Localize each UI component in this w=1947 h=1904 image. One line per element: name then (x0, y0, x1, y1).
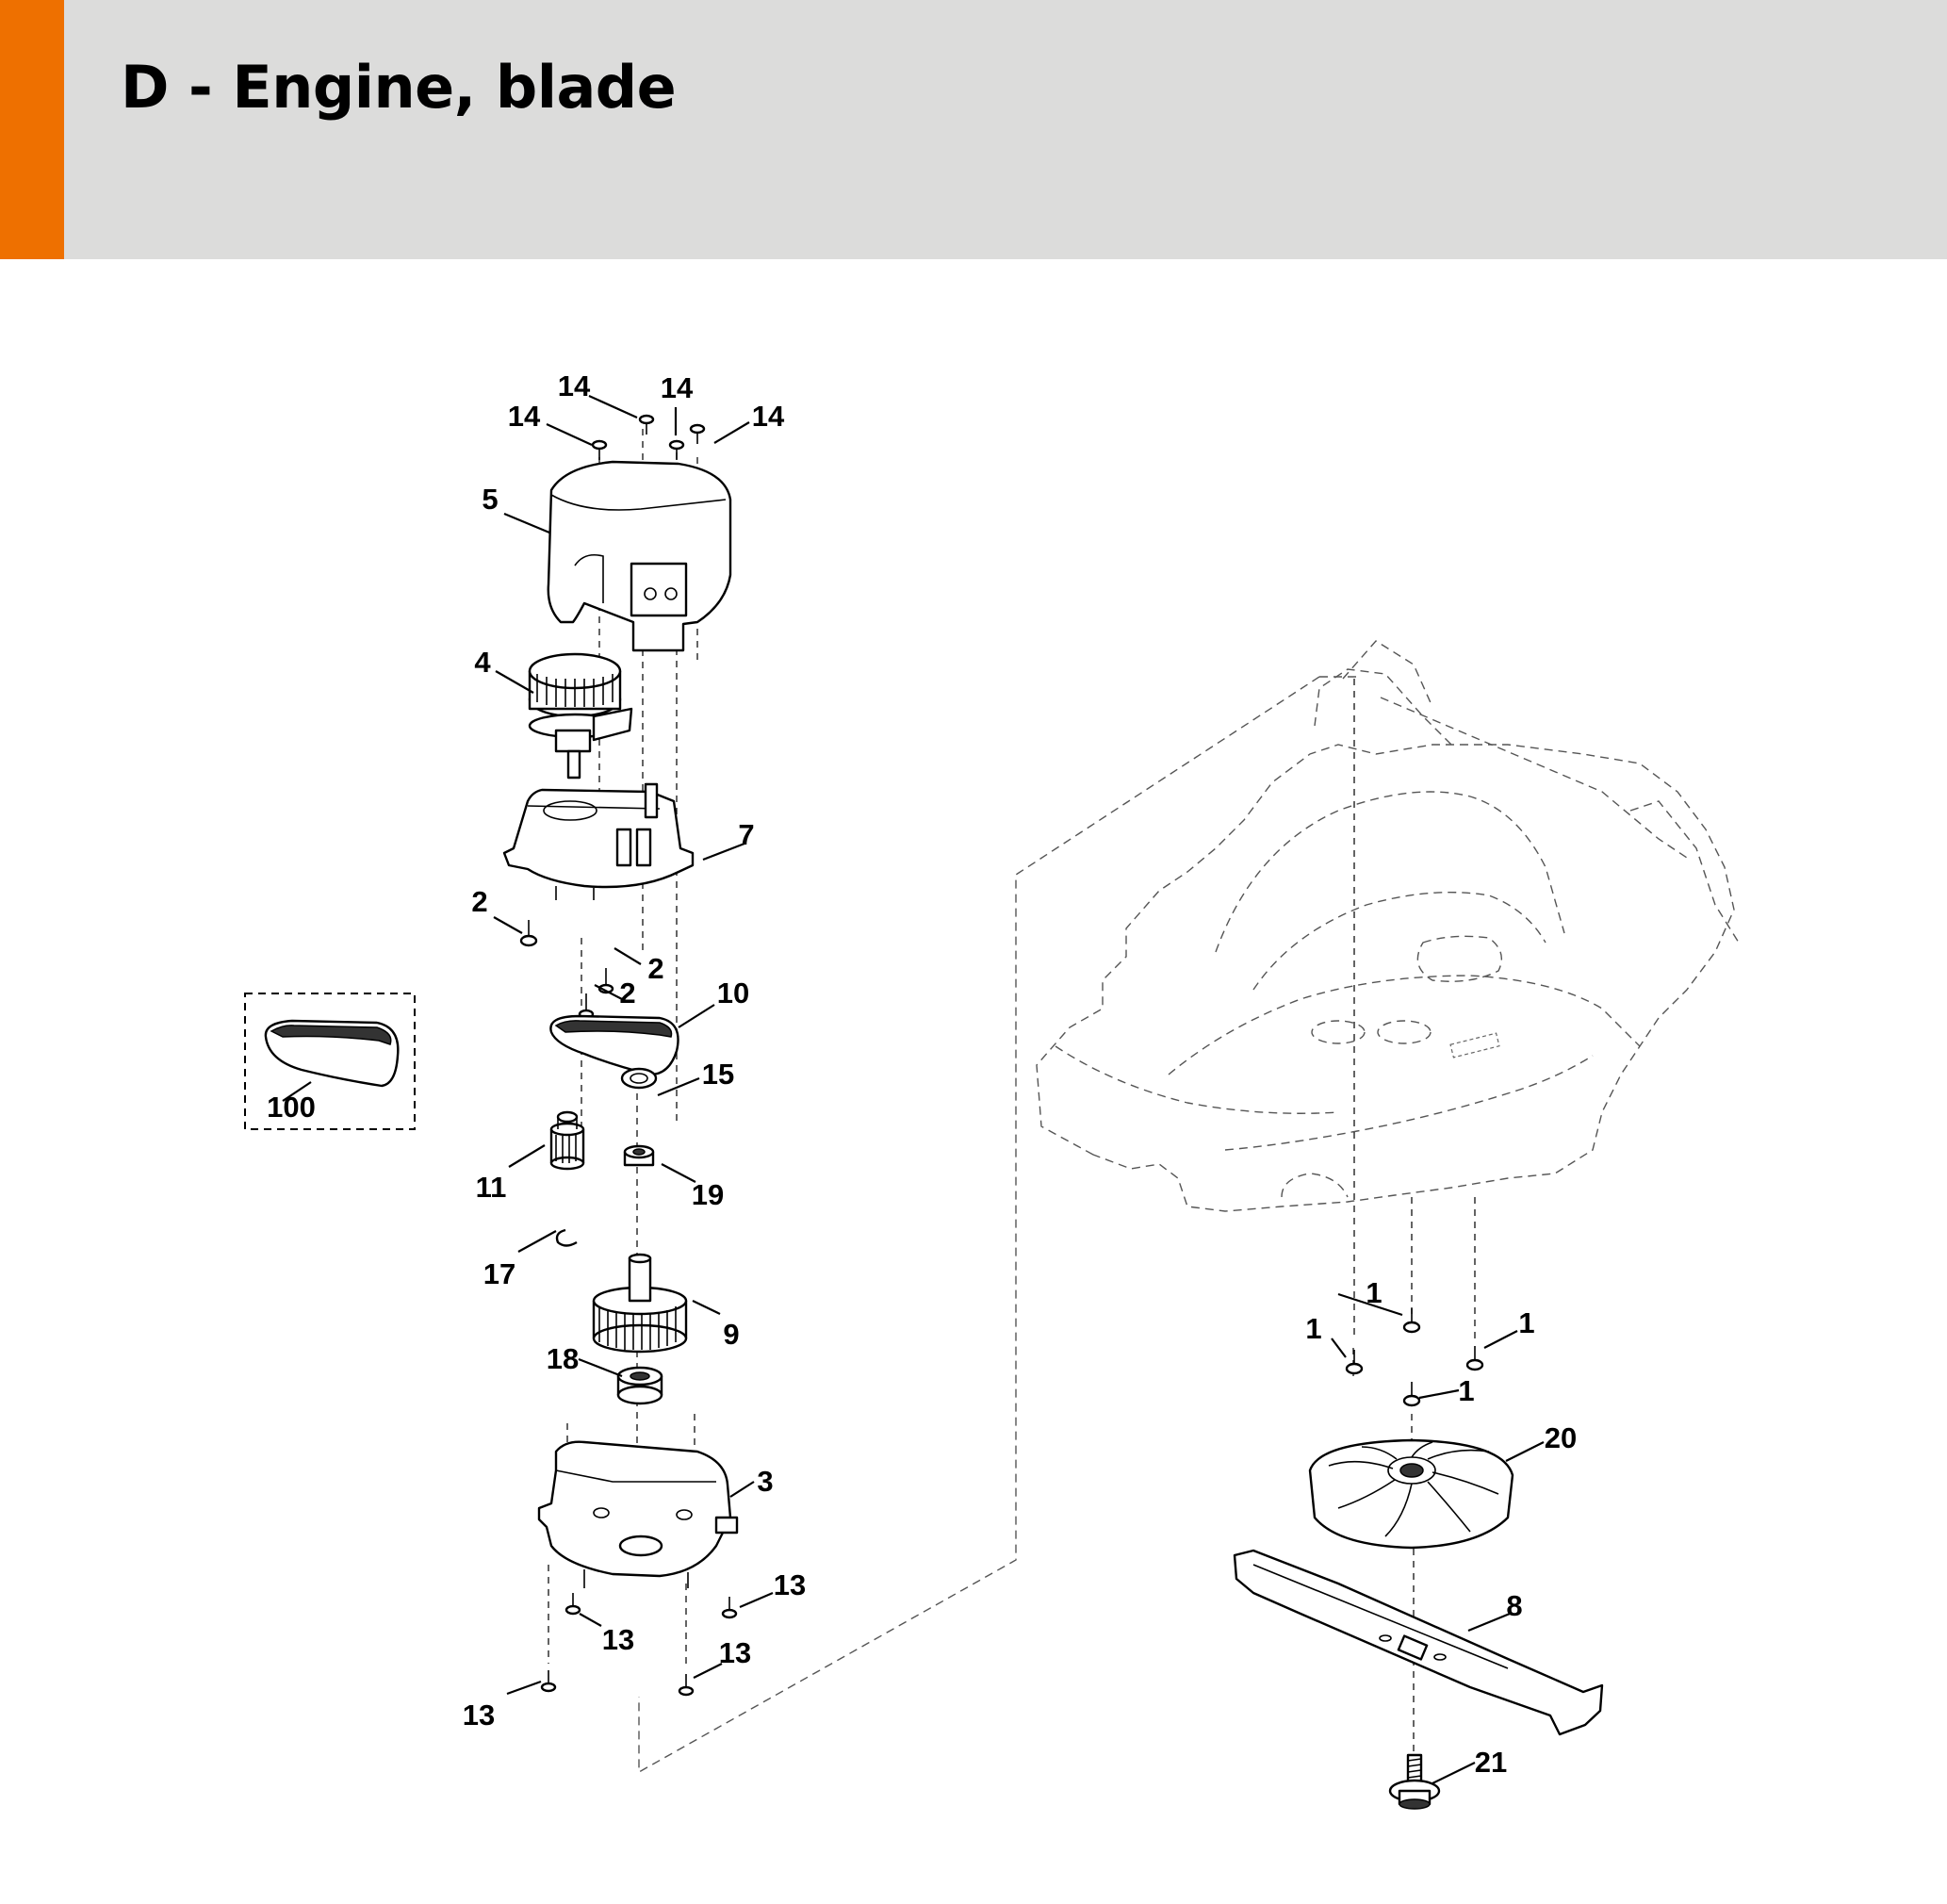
callout-21: 21 (1475, 1746, 1507, 1779)
callout-2: 2 (647, 952, 663, 985)
bearing-part-19 (623, 1144, 655, 1167)
callout-9: 9 (723, 1318, 739, 1351)
callout-20: 20 (1545, 1421, 1577, 1454)
callout-13: 13 (602, 1623, 634, 1656)
callout-14: 14 (508, 400, 541, 433)
callout-14: 14 (558, 369, 591, 402)
callout-1: 1 (1458, 1374, 1474, 1407)
screw-13-group (540, 1593, 738, 1697)
callout-100: 100 (267, 1091, 316, 1124)
callout-1: 1 (1305, 1312, 1321, 1345)
callout-17: 17 (483, 1257, 515, 1290)
mower-deck-housing (1036, 640, 1740, 1212)
page-title: D - Engine, blade (121, 53, 677, 122)
callout-14: 14 (661, 371, 694, 404)
gear-housing-part-3 (537, 1440, 739, 1588)
pulley-part-11 (549, 1110, 585, 1171)
callout-13: 13 (774, 1568, 806, 1601)
callout-14: 14 (752, 400, 785, 433)
screw-2-group (519, 920, 614, 1020)
timing-belt-part-10 (549, 1014, 679, 1076)
motor-part-4 (528, 652, 633, 780)
belt-kit-part-100 (244, 993, 416, 1130)
callout-15: 15 (702, 1058, 734, 1091)
callout-2: 2 (471, 885, 487, 918)
engine-cover-part-5 (547, 460, 732, 652)
bearing-part-18 (616, 1366, 663, 1405)
callout-3: 3 (757, 1465, 773, 1498)
screw-1-group (1345, 1308, 1484, 1407)
blade-part-8 (1233, 1549, 1604, 1736)
callout-4: 4 (474, 646, 491, 679)
callout-13: 13 (719, 1636, 751, 1669)
callout-labels: 14 14 14 14 5 4 7 2 2 2 10 100 15 11 19 … (267, 369, 1577, 1779)
fan-impeller-part-20 (1308, 1438, 1514, 1550)
circlip-part-17 (555, 1228, 578, 1247)
callout-18: 18 (547, 1342, 579, 1375)
assembly-outline (638, 676, 1357, 1774)
screw-14-group (591, 414, 706, 460)
callout-5: 5 (482, 483, 498, 516)
gear-part-9 (592, 1253, 688, 1354)
header-bar: D - Engine, blade (0, 0, 1947, 259)
callout-1: 1 (1518, 1306, 1534, 1339)
header-accent (0, 0, 64, 259)
callout-1: 1 (1366, 1276, 1382, 1309)
deck-axis-lines (1352, 679, 1476, 1753)
motor-housing-part-7 (502, 782, 695, 900)
washer-part-15 (620, 1067, 658, 1090)
leader-lines (282, 394, 1545, 1784)
callout-2: 2 (619, 977, 635, 1009)
callout-8: 8 (1506, 1589, 1522, 1622)
callout-10: 10 (717, 977, 749, 1009)
callout-11: 11 (476, 1171, 507, 1204)
blade-bolt-part-21 (1388, 1753, 1441, 1810)
callout-13: 13 (463, 1699, 495, 1732)
callout-19: 19 (692, 1178, 724, 1211)
callout-7: 7 (738, 818, 754, 851)
